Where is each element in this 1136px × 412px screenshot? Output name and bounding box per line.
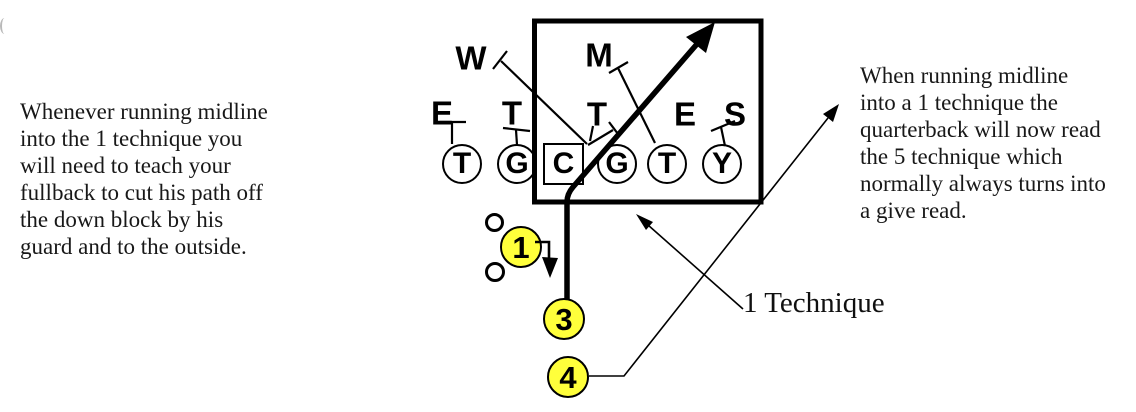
qb-step-arrowhead xyxy=(542,257,558,278)
defender-will: W xyxy=(455,39,487,77)
note-pointer-arrowhead xyxy=(823,104,839,122)
fullback-run-arrowhead xyxy=(686,22,715,53)
left-note: Whenever running midline into the 1 tech… xyxy=(20,99,268,259)
page-edge-artifact xyxy=(0,18,9,34)
defender-end-right: E xyxy=(673,95,697,133)
block-tick-center xyxy=(608,121,619,135)
block-tick-will xyxy=(492,50,508,70)
back-fullback: 3 xyxy=(543,298,585,340)
right-note: When running midline into a 1 technique … xyxy=(860,63,1106,223)
lineman-left-guard: G xyxy=(497,144,537,184)
lineman-center: C xyxy=(543,143,584,185)
defender-sam: S xyxy=(723,95,747,133)
technique-pointer-line xyxy=(647,224,744,310)
defender-mike: M xyxy=(585,36,613,74)
back-quarterback: 1 xyxy=(500,226,542,268)
lineman-right-tackle: T xyxy=(647,144,687,184)
back-halfback: 4 xyxy=(547,356,589,398)
defender-tackle-left: T xyxy=(501,94,523,132)
lineman-right-guard: G xyxy=(597,144,637,184)
lineman-left-tackle: T xyxy=(442,144,482,184)
open-back-circle-top xyxy=(485,213,504,232)
open-back-circle-bottom xyxy=(485,262,505,282)
block-line-mike xyxy=(617,67,656,144)
defender-nose-tackle: T xyxy=(586,95,608,133)
technique-callout-label: 1 Technique xyxy=(743,287,885,319)
lineman-tight-end: Y xyxy=(702,144,742,184)
defender-end-left: E xyxy=(430,94,454,132)
technique-pointer-arrowhead xyxy=(636,214,653,230)
block-stem-left-guard xyxy=(514,129,519,146)
